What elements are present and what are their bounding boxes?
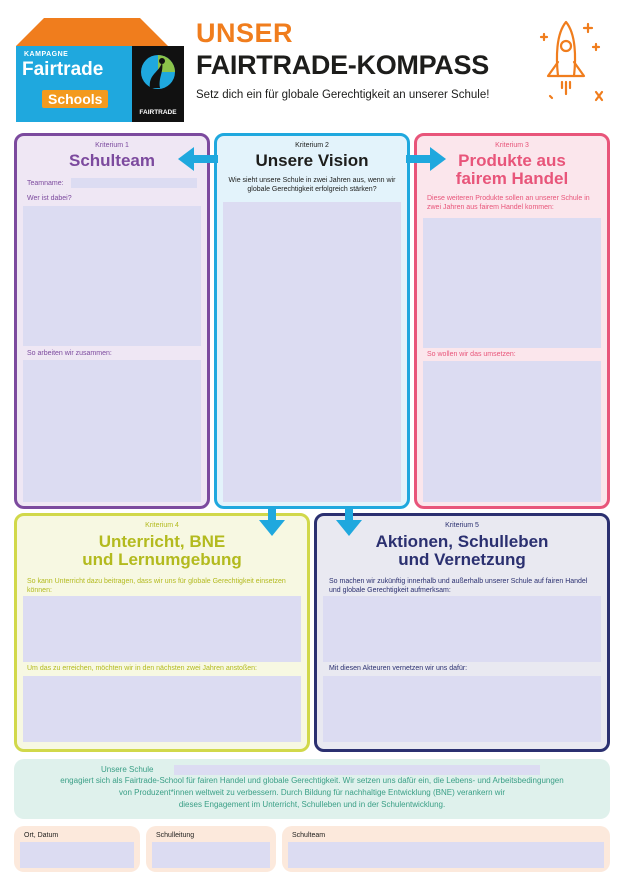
criterion-1-card: Kriterium 1 Schulteam Teamname: Wer ist … [14, 133, 210, 509]
wer-ist-dabei-field[interactable] [23, 206, 201, 346]
logo-fairtrade: Fairtrade [22, 59, 104, 80]
schulleitung-label: Schulleitung [156, 832, 195, 839]
logo-schools: Schools [42, 90, 109, 108]
criterion-3-title: Produkte aus fairem Handel [417, 152, 607, 188]
subtitle: Setz dich ein für globale Gerechtigkeit … [196, 89, 490, 101]
schulteam-box: Schulteam [282, 826, 610, 872]
title-line-2: FAIRTRADE-KOMPASS [196, 50, 489, 80]
criterion-3-card: Kriterium 3 Produkte aus fairem Handel D… [414, 133, 610, 509]
schulleitung-box: Schulleitung [146, 826, 276, 872]
arrow-left-icon [178, 147, 218, 171]
arrow-right-icon [406, 147, 446, 171]
criterion-5-title-line-2: und Vernetzung [398, 549, 526, 569]
statement-line-2: von Produzent*innen weltweit zu verbesse… [119, 788, 505, 797]
criterion-5-card: Kriterium 5 Aktionen, Schulleben und Ver… [314, 513, 610, 752]
teamname-field[interactable] [71, 178, 197, 188]
arrow-down-icon [336, 506, 362, 536]
statement-prefix: Unsere Schule [101, 765, 154, 774]
produkte-label: Diese weiteren Produkte sollen an unsere… [427, 195, 590, 212]
criterion-3-label: Kriterium 3 [495, 142, 529, 149]
criterion-2-label: Kriterium 2 [295, 142, 329, 149]
fairtrade-mark: FAIRTRADE [132, 46, 184, 122]
aktionen-field[interactable] [323, 596, 601, 662]
ort-datum-field[interactable] [20, 842, 134, 868]
house-roof-icon [16, 18, 168, 46]
criterion-3-title-line-2: fairem Handel [455, 168, 569, 188]
fairtrade-schools-logo: KAMPAGNE Fairtrade Schools FAIRTRADE [14, 16, 184, 122]
criterion-4-title-line-2: und Lernumgebung [82, 549, 242, 569]
akteure-field[interactable] [323, 676, 601, 742]
schulteam-sign-label: Schulteam [292, 832, 326, 839]
teamname-label: Teamname: [27, 180, 64, 187]
criterion-3-title-line-1: Produkte aus [458, 151, 566, 170]
criterion-5-label: Kriterium 5 [445, 522, 479, 529]
fairtrade-mark-icon [141, 55, 175, 89]
vision-question: Wie sieht unsere Schule in zwei Jahren a… [228, 177, 396, 194]
schulleitung-field[interactable] [152, 842, 270, 868]
title-line-1: UNSER [196, 18, 294, 48]
logo-blue-panel: KAMPAGNE Fairtrade Schools [16, 46, 132, 122]
vision-field[interactable] [223, 202, 401, 502]
umsetzen-label: So wollen wir das umsetzen: [427, 351, 516, 358]
zusammenarbeit-label: So arbeiten wir zusammen: [27, 350, 112, 357]
arrow-down-icon [259, 506, 285, 536]
schulteam-sign-field[interactable] [288, 842, 604, 868]
criterion-2-title: Unsere Vision [255, 151, 369, 170]
unterricht-field[interactable] [23, 596, 301, 662]
criterion-5-title-line-1: Aktionen, Schulleben [375, 532, 549, 551]
criterion-4-title: Unterricht, BNE und Lernumgebung [17, 533, 307, 569]
criterion-5-title: Aktionen, Schulleben und Vernetzung [317, 533, 607, 569]
commitment-statement: Unsere Schule engagiert sich als Fairtra… [14, 759, 610, 819]
anstossen-field[interactable] [23, 676, 301, 742]
criterion-4-card: Kriterium 4 Unterricht, BNE und Lernumge… [14, 513, 310, 752]
criterion-4-title-line-1: Unterricht, BNE [98, 532, 226, 551]
logo-mark-text: FAIRTRADE [139, 109, 177, 116]
anstossen-label: Um das zu erreichen, möchten wir in den … [27, 665, 257, 672]
school-name-field[interactable] [174, 765, 540, 775]
statement-text: engagiert sich als Fairtrade-School für … [20, 775, 604, 811]
akteure-label: Mit diesen Akteuren vernetzen wir uns da… [329, 665, 468, 672]
statement-line-3: dieses Engagement im Unterricht, Schulle… [178, 800, 446, 809]
aktionen-label: So machen wir zukünftig innerhalb und au… [329, 578, 588, 595]
unterricht-label: So kann Unterricht dazu beitragen, dass … [27, 578, 286, 595]
criterion-1-title: Schulteam [69, 151, 155, 170]
ort-datum-box: Ort, Datum [14, 826, 140, 872]
ort-datum-label: Ort, Datum [24, 832, 59, 839]
criterion-1-label: Kriterium 1 [95, 142, 129, 149]
produkte-field[interactable] [423, 218, 601, 348]
zusammenarbeit-field[interactable] [23, 360, 201, 502]
wer-ist-dabei-label: Wer ist dabei? [27, 195, 72, 202]
umsetzen-field[interactable] [423, 361, 601, 502]
criterion-4-label: Kriterium 4 [145, 522, 179, 529]
logo-kampagne: KAMPAGNE [24, 51, 69, 58]
criterion-2-card: Kriterium 2 Unsere Vision Wie sieht unse… [214, 133, 410, 509]
statement-line-1: engagiert sich als Fairtrade-School für … [60, 776, 564, 785]
rocket-icon [539, 20, 604, 102]
